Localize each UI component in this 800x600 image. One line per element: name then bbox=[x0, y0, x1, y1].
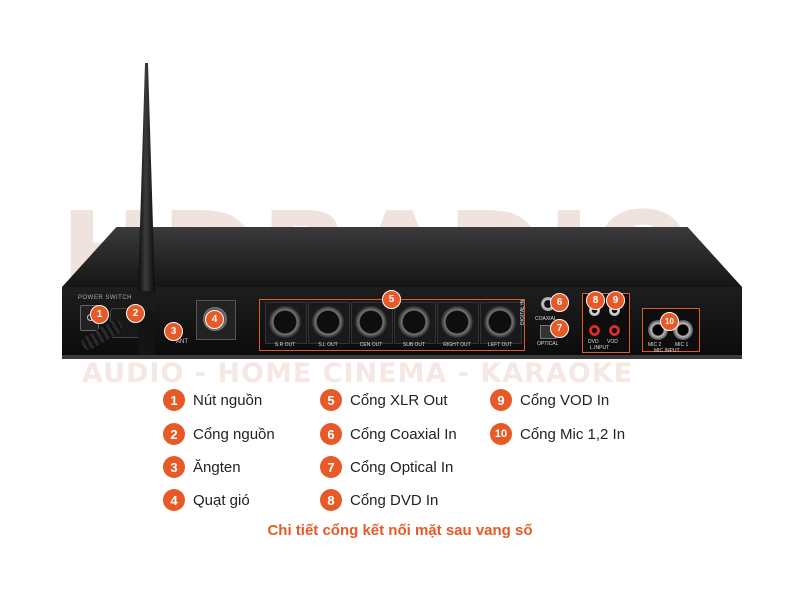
legend-number: 3 bbox=[163, 456, 185, 478]
legend-item: 3 Ăngten bbox=[163, 456, 241, 478]
dvd-input-left-port bbox=[589, 305, 600, 316]
legend-item: 6 Cổng Coaxial In bbox=[320, 423, 457, 445]
legend-item: 8 Cổng DVD In bbox=[320, 489, 438, 511]
xlr-output-label: LEFT OUT bbox=[487, 342, 513, 348]
marker-dvd-in: 8 bbox=[586, 291, 605, 310]
legend-label: Cổng VOD In bbox=[520, 391, 610, 409]
marker-optical-in: 7 bbox=[550, 319, 569, 338]
xlr-output-label: SUB OUT bbox=[402, 342, 426, 348]
legend-label: Cổng Mic 1,2 In bbox=[520, 425, 626, 443]
xlr-output-label: S.L OUT bbox=[318, 342, 338, 348]
legend-number: 10 bbox=[490, 423, 512, 445]
marker-mic-in: 10 bbox=[660, 312, 679, 331]
legend-item: 7 Cổng Optical In bbox=[320, 456, 453, 478]
dvd-input-right-port bbox=[589, 325, 600, 336]
xlr-output-port bbox=[312, 306, 344, 338]
legend-label: Ăngten bbox=[193, 458, 241, 476]
legend-number: 4 bbox=[163, 489, 185, 511]
legend-item: 9 Cổng VOD In bbox=[490, 389, 609, 411]
mic-2-label: MIC 2 bbox=[648, 342, 662, 348]
watermark-tagline: AUDIO - HOME CINEMA - KARAOKE bbox=[82, 358, 634, 389]
legend-label: Cổng DVD In bbox=[350, 491, 439, 509]
xlr-output-port bbox=[398, 306, 430, 338]
antenna-label: ANT bbox=[176, 339, 188, 345]
legend-number: 7 bbox=[320, 456, 342, 478]
legend-label: Cổng Coaxial In bbox=[350, 425, 457, 443]
legend-number: 5 bbox=[320, 389, 342, 411]
line-input-label: L.INPUT bbox=[590, 345, 610, 351]
marker-coaxial-in: 6 bbox=[550, 293, 569, 312]
marker-power-socket: 2 bbox=[126, 304, 145, 323]
dvd-label: DVD bbox=[588, 339, 599, 345]
marker-fan: 4 bbox=[205, 310, 224, 329]
mic-input-label: MIC INPUT bbox=[654, 348, 680, 354]
vod-input-right-port bbox=[609, 325, 620, 336]
marker-xlr-out: 5 bbox=[382, 290, 401, 309]
legend-label: Cổng XLR Out bbox=[350, 391, 448, 409]
xlr-output-port bbox=[484, 306, 516, 338]
xlr-output-port bbox=[355, 306, 387, 338]
legend-item: 4 Quạt gió bbox=[163, 489, 250, 511]
caption: Chi tiết cổng kết nối mặt sau vang số bbox=[267, 522, 533, 539]
legend-label: Cổng nguồn bbox=[193, 425, 275, 443]
coaxial-label: COAXIAL bbox=[535, 316, 557, 322]
legend-number: 1 bbox=[163, 389, 185, 411]
optical-label: OPTICAL bbox=[537, 341, 559, 347]
legend-item: 1 Nút nguồn bbox=[163, 389, 262, 411]
mic-1-label: MIC 1 bbox=[675, 342, 689, 348]
power-switch-label: POWER SWITCH bbox=[78, 295, 132, 301]
marker-power-switch: 1 bbox=[90, 305, 109, 324]
xlr-output-port bbox=[441, 306, 473, 338]
vod-label: VOD bbox=[607, 339, 618, 345]
legend-label: Nút nguồn bbox=[193, 391, 263, 409]
xlr-output-port bbox=[269, 306, 301, 338]
legend-number: 2 bbox=[163, 423, 185, 445]
legend-label: Cổng Optical In bbox=[350, 458, 454, 476]
xlr-output-label: RIGHT OUT bbox=[443, 342, 471, 348]
device-top-cover bbox=[62, 227, 742, 287]
vod-input-left-port bbox=[609, 305, 620, 316]
legend-label: Quạt gió bbox=[193, 491, 250, 509]
device-bottom-edge bbox=[62, 355, 742, 359]
legend-number: 6 bbox=[320, 423, 342, 445]
marker-antenna: 3 bbox=[164, 322, 183, 341]
digital-in-label: DIGITAL IN bbox=[520, 299, 526, 325]
xlr-output-label: CEN OUT bbox=[359, 342, 383, 348]
marker-vod-in: 9 bbox=[606, 291, 625, 310]
legend-number: 9 bbox=[490, 389, 512, 411]
legend-item: 5 Cổng XLR Out bbox=[320, 389, 448, 411]
xlr-output-label: S.R OUT bbox=[274, 342, 296, 348]
legend-number: 8 bbox=[320, 489, 342, 511]
legend-item: 10 Cổng Mic 1,2 In bbox=[490, 423, 625, 445]
legend-item: 2 Cổng nguồn bbox=[163, 423, 275, 445]
